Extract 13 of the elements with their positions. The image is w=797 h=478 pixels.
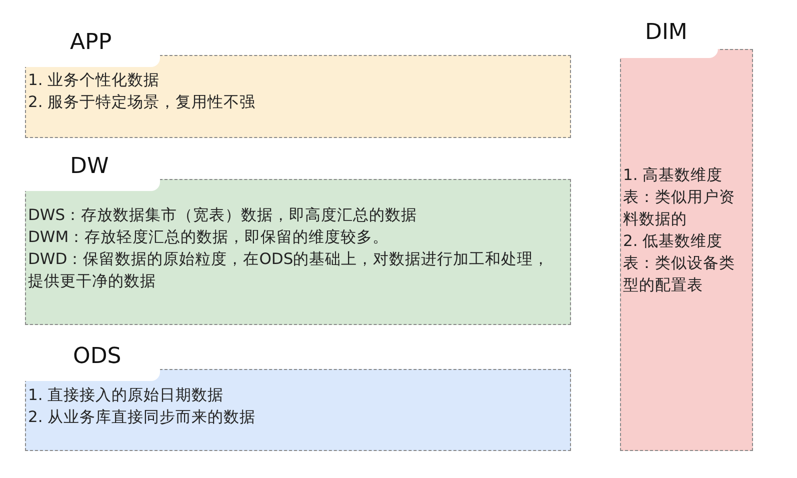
description-text: DWS：存放数据集市（宽表）数据，即高度汇总的数据 — [28, 205, 418, 226]
layer-heading: ODS — [73, 344, 122, 370]
description-text: DWM：存放轻度汇总的数据，即保留的维度较多。 — [28, 227, 390, 248]
description-text: 1. 高基数维度表：类似用户资料数据的 — [623, 165, 736, 230]
layer-heading: APP — [70, 30, 112, 56]
description-text: 2. 低基数维度表：类似设备类型的配置表 — [623, 231, 736, 296]
description-text: 1. 业务个性化数据 — [28, 70, 161, 91]
layer-heading: DW — [70, 154, 109, 180]
description-text: 2. 服务于特定场景，复用性不强 — [28, 92, 257, 113]
description-text: DWD：保留数据的原始粒度，在ODS的基础上，对数据进行加工和处理，提供更干净的数据 — [28, 249, 550, 292]
layer-heading: DIM — [645, 20, 688, 46]
description-text: 2. 从业务库直接同步而来的数据 — [28, 407, 257, 428]
description-text: 1. 直接接入的原始日期数据 — [28, 385, 225, 406]
